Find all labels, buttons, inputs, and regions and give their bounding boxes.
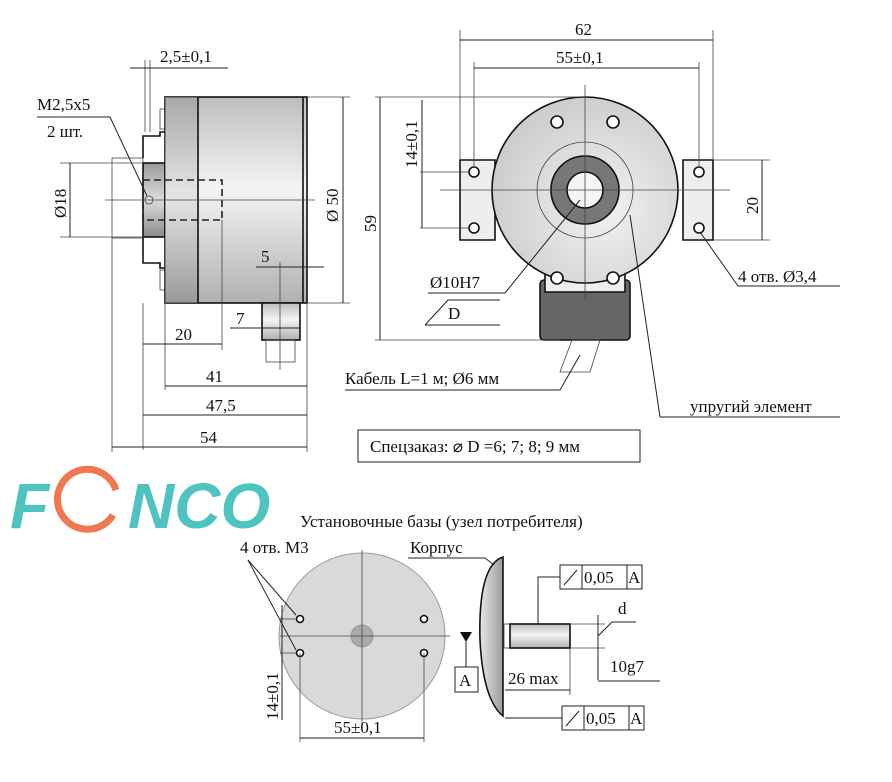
runout-icon xyxy=(565,710,580,727)
label-bore: Ø10H7 xyxy=(430,273,481,292)
label-housing: Корпус xyxy=(410,538,463,557)
datum-label: A xyxy=(459,671,472,690)
dim-54: 54 xyxy=(200,428,218,447)
side-view: 2,5±0,1 M2,5x5 2 шт. Ø18 Ø 50 5 7 20 41 … xyxy=(37,47,350,452)
dim-width-total: 62 xyxy=(575,20,592,39)
label-shaft-fit: 10g7 xyxy=(610,657,645,676)
set-screw xyxy=(144,195,154,205)
tol-bottom-datum: A xyxy=(630,709,643,728)
dim-flange-offset: 2,5±0,1 xyxy=(160,47,212,66)
tolerance-frame-bottom: 0,05 A xyxy=(561,705,645,731)
dim-shaft-length: 26 max xyxy=(508,669,559,688)
datum-box xyxy=(454,666,479,693)
runout-icon xyxy=(563,569,578,586)
dim-cable-offset: 5 xyxy=(261,247,270,266)
cable xyxy=(265,339,296,363)
watermark-e-swirl xyxy=(53,465,120,533)
tolerance-frame-top: 0,05 A xyxy=(559,564,643,590)
m3-holes xyxy=(295,614,429,658)
dim-20: 20 xyxy=(175,325,192,344)
label-elastic-element: упругий элемент xyxy=(690,397,812,416)
cable-front xyxy=(559,339,601,373)
dim-height-total: 59 xyxy=(361,215,380,232)
dim-hole-spacing: 55±0,1 xyxy=(556,48,604,67)
dim-47-5: 47,5 xyxy=(206,396,236,415)
dim-body-dia: Ø 50 xyxy=(323,188,342,222)
housing-section xyxy=(479,555,504,718)
tol-top-value: 0,05 xyxy=(584,568,614,587)
mounting-bases: Установочные базы (узел потребителя) 4 о… xyxy=(240,512,660,742)
label-screw-qty: 2 шт. xyxy=(47,122,83,141)
dim-shaft-dia: Ø18 xyxy=(51,189,70,218)
cable-gland xyxy=(261,302,301,341)
tol-top-datum: A xyxy=(628,568,641,587)
mounting-holes xyxy=(468,115,705,285)
tol-bottom-value: 0,05 xyxy=(586,709,616,728)
special-order-box xyxy=(357,429,641,463)
label-bore-option: D xyxy=(448,304,460,323)
label-screw: M2,5x5 xyxy=(37,95,90,114)
watermark-f: F xyxy=(10,470,51,542)
label-ear-holes: 4 отв. Ø3,4 xyxy=(738,267,817,286)
dim-m3-horizontal: 55±0,1 xyxy=(334,718,382,737)
dim-m3-vertical: 14±0,1 xyxy=(263,672,282,720)
label-shaft-d: d xyxy=(618,599,627,618)
dim-cable-width: 7 xyxy=(236,309,245,328)
customer-shaft xyxy=(509,623,571,649)
dim-hole-vertical: 14±0,1 xyxy=(402,120,421,168)
label-m3-holes: 4 отв. M3 xyxy=(240,538,309,557)
mounting-bracket xyxy=(142,131,165,269)
mounting-title: Установочные базы (узел потребителя) xyxy=(300,512,583,531)
label-special-order: Спецзаказ: ⌀ D =6; 7; 8; 9 мм xyxy=(370,437,580,456)
watermark-nco: NCO xyxy=(128,470,270,542)
dim-ear-height: 20 xyxy=(743,197,762,214)
label-cable: Кабель L=1 м; Ø6 мм xyxy=(345,369,499,388)
dim-41: 41 xyxy=(206,367,223,386)
datum-triangle xyxy=(460,632,472,642)
connector-outline xyxy=(111,157,144,239)
fenco-watermark: F NCO xyxy=(10,465,270,542)
front-view: 62 55±0,1 14±0,1 59 20 Ø10H7 D 4 отв. Ø3… xyxy=(345,20,840,463)
